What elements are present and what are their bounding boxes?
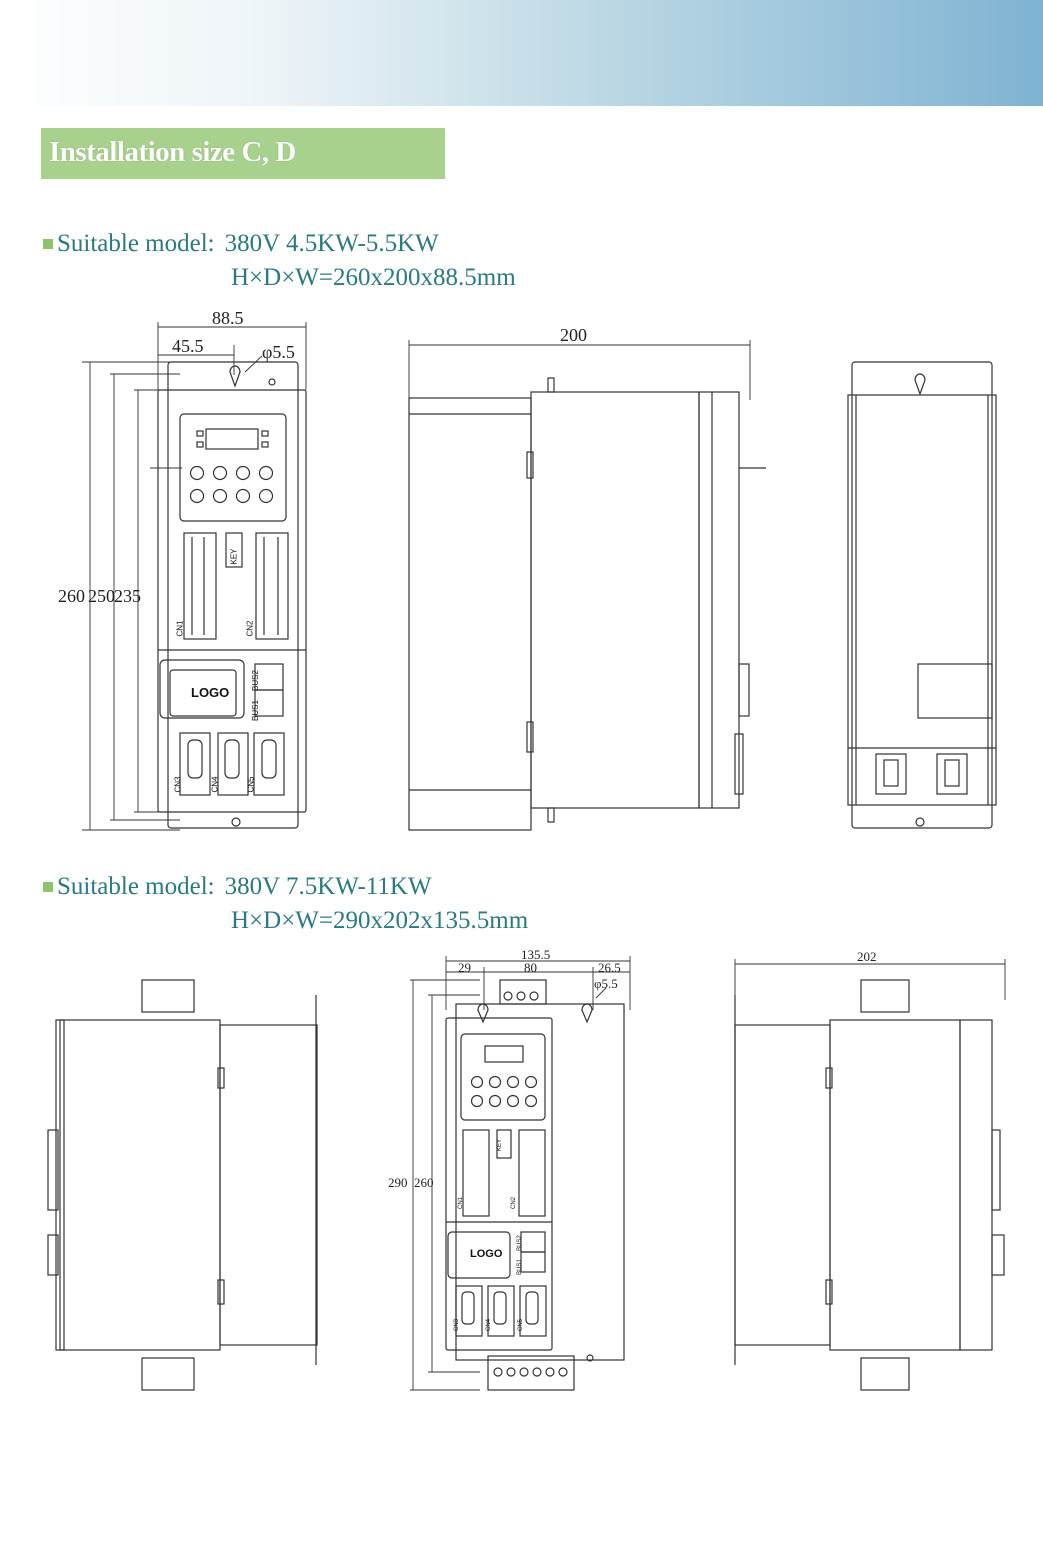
side-view-2-left [47, 979, 318, 1391]
dim-height-290: 290 [388, 1175, 408, 1190]
bus2-label-2: BUS2 [516, 1235, 523, 1251]
bus1-label-1: BUS1 [250, 700, 260, 721]
model-line-2: Suitable model:380V 7.5KW-11KW [43, 873, 432, 901]
front-view-2-dimensions [410, 956, 631, 1391]
dim-hole-1: φ5.5 [262, 342, 295, 362]
dim-offset-1: 45.5 [172, 336, 204, 356]
dim-height-260-2: 260 [414, 1175, 434, 1190]
cn4-label-2: CN4 [486, 1318, 493, 1332]
logo-label-1: LOGO [191, 685, 230, 700]
bullet-square-icon [43, 882, 53, 892]
cn5-label-2: CN5 [518, 1318, 525, 1332]
header-banner [0, 0, 1043, 106]
key-label-2: KEY [497, 1138, 504, 1152]
front-view-1 [157, 361, 307, 829]
dim-hole-2: φ5.5 [594, 976, 618, 991]
logo-label-2: LOGO [470, 1248, 503, 1260]
cn2-label-2: CN2 [511, 1196, 518, 1210]
cn2-label-1: CN2 [245, 620, 255, 637]
cn1-label-2: CN1 [458, 1196, 465, 1210]
dim-mid-2: 80 [524, 960, 537, 975]
dimensions-line-1: H×D×W=260x200x88.5mm [231, 264, 516, 291]
dim-left-2: 29 [458, 960, 471, 975]
dimensions-line-2: H×D×W=290x202x135.5mm [231, 907, 529, 934]
key-label-1: KEY [229, 548, 239, 565]
dim-width-2: 135.5 [521, 947, 551, 962]
back-view-1 [847, 361, 997, 829]
dim-right-2: 26.5 [598, 960, 621, 975]
front-view-2 [445, 979, 625, 1391]
dim-height-250: 250 [88, 586, 115, 606]
front-view-1-dimensions [82, 322, 307, 831]
dim-depth-1: 200 [560, 325, 587, 345]
dim-height-235: 235 [114, 586, 141, 606]
side-view-2-right [734, 959, 1006, 1391]
bus1-label-2: BUS1 [516, 1259, 523, 1275]
cn4-label-1: CN4 [210, 776, 220, 793]
cn5-label-1: CN5 [246, 776, 256, 793]
cn1-label-1: CN1 [175, 620, 185, 637]
bullet-square-icon [43, 239, 53, 249]
section-title: Installation size C, D [49, 136, 296, 168]
section-title-box [41, 128, 445, 179]
model-line-1: Suitable model:380V 4.5KW-5.5KW [43, 230, 439, 258]
dim-width-1: 88.5 [212, 308, 244, 328]
bus2-label-1: BUS2 [250, 670, 260, 691]
cn3-label-1: CN3 [173, 776, 183, 793]
dim-height-260: 260 [58, 586, 85, 606]
cn3-label-2: CN3 [454, 1318, 461, 1332]
side-view-1 [408, 340, 766, 831]
dim-depth-2: 202 [857, 949, 877, 964]
